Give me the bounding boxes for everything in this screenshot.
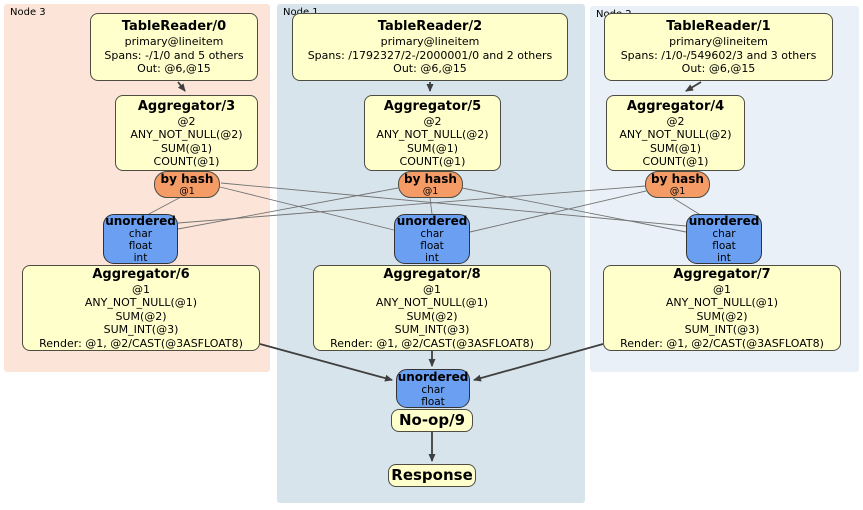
unordered-sync-node3: unordered char float int — [103, 214, 178, 264]
processor-detail: @1 — [132, 282, 150, 296]
by-hash-router-node1: by hash @1 — [398, 171, 463, 198]
processor-title: Aggregator/8 — [383, 266, 481, 282]
processor-detail: primary@lineitem — [669, 35, 768, 49]
processor-detail: Render: @1, @2/CAST(@3ASFLOAT8) — [620, 336, 824, 350]
aggregator-4-node: Aggregator/4 @2 ANY_NOT_NULL(@2) SUM(@1)… — [606, 95, 745, 171]
processor-detail: Render: @1, @2/CAST(@3ASFLOAT8) — [330, 336, 534, 350]
sync-title: unordered — [397, 369, 469, 384]
unordered-sync-node2: unordered char float int — [686, 214, 762, 264]
aggregator-5-node: Aggregator/5 @2 ANY_NOT_NULL(@2) SUM(@1)… — [364, 95, 501, 171]
processor-detail: SUM_INT(@3) — [103, 323, 179, 337]
sync-detail: char — [421, 383, 445, 396]
sync-title: unordered — [396, 214, 468, 228]
node-1-label: Node 1 — [283, 7, 319, 18]
processor-detail: @2 — [177, 114, 196, 128]
stream-edges — [146, 182, 700, 233]
processor-title: Response — [391, 466, 473, 484]
unordered-sync-final: unordered char float — [396, 369, 470, 408]
processor-detail: SUM(@1) — [649, 141, 702, 155]
processor-detail: SUM_INT(@3) — [684, 323, 760, 337]
processor-detail: Out: @6,@15 — [137, 62, 211, 76]
processor-title: TableReader/2 — [377, 19, 483, 35]
aggregator-8-node: Aggregator/8 @1 ANY_NOT_NULL(@1) SUM(@2)… — [313, 265, 551, 351]
unordered-sync-node1: unordered char float int — [394, 214, 470, 264]
processor-detail: SUM(@2) — [115, 309, 167, 323]
processor-detail: Render: @1, @2/CAST(@3ASFLOAT8) — [39, 336, 243, 350]
tablereader-0-node: TableReader/0 primary@lineitem Spans: -/… — [90, 13, 258, 81]
flow-edges — [177, 81, 702, 462]
router-detail: @1 — [179, 185, 195, 197]
sync-detail: int — [133, 252, 148, 264]
processor-detail: SUM_INT(@3) — [394, 323, 470, 337]
processor-detail: ANY_NOT_NULL(@1) — [665, 296, 779, 310]
sync-detail: char — [420, 228, 444, 240]
router-title: by hash — [160, 171, 214, 186]
processor-detail: ANY_NOT_NULL(@2) — [130, 128, 243, 141]
processor-detail: SUM(@1) — [406, 141, 459, 155]
tablereader-2-node: TableReader/2 primary@lineitem Spans: /1… — [292, 13, 568, 81]
by-hash-router-node2: by hash @1 — [645, 171, 710, 198]
processor-detail: Spans: /1/0-/549602/3 and 3 others — [620, 48, 817, 62]
processor-detail: Out: @6,@15 — [681, 62, 756, 76]
sync-detail: float — [128, 240, 153, 252]
processor-detail: ANY_NOT_NULL(@1) — [375, 296, 489, 310]
sync-detail: char — [128, 228, 153, 240]
router-title: by hash — [651, 171, 704, 186]
processor-detail: ANY_NOT_NULL(@2) — [376, 128, 489, 141]
processor-title: Aggregator/5 — [383, 98, 482, 114]
sync-detail: float — [420, 240, 444, 252]
sync-detail: float — [712, 240, 736, 252]
noop-node: No-op/9 — [391, 409, 473, 432]
processor-detail: Spans: /1792327/2-/2000001/0 and 2 other… — [307, 48, 553, 62]
router-detail: @1 — [669, 185, 686, 197]
processor-detail: SUM(@2) — [406, 309, 458, 323]
processor-title: TableReader/0 — [121, 19, 227, 35]
processor-detail: @2 — [423, 114, 442, 128]
aggregator-3-node: Aggregator/3 @2 ANY_NOT_NULL(@2) SUM(@1)… — [115, 95, 258, 171]
sync-detail: char — [712, 228, 736, 240]
response-node: Response — [388, 464, 476, 487]
sync-title: unordered — [688, 214, 760, 228]
router-detail: @1 — [422, 185, 439, 197]
processor-detail: SUM(@1) — [160, 141, 213, 155]
sync-detail: float — [421, 395, 445, 408]
aggregator-6-node: Aggregator/6 @1 ANY_NOT_NULL(@1) SUM(@2)… — [22, 265, 260, 351]
router-title: by hash — [404, 171, 457, 186]
processor-detail: ANY_NOT_NULL(@2) — [619, 128, 732, 141]
processor-detail: @1 — [423, 282, 441, 296]
node-3-label: Node 3 — [10, 7, 46, 18]
processor-title: Aggregator/6 — [92, 266, 190, 282]
processor-detail: primary@lineitem — [380, 35, 480, 49]
processor-detail: COUNT(@1) — [642, 155, 709, 168]
sync-detail: int — [717, 252, 731, 264]
processor-detail: ANY_NOT_NULL(@1) — [84, 296, 198, 310]
processor-detail: COUNT(@1) — [153, 155, 220, 168]
processor-detail: primary@lineitem — [124, 35, 224, 49]
processor-title: Aggregator/4 — [626, 98, 725, 114]
by-hash-router-node3: by hash @1 — [154, 171, 220, 198]
processor-detail: @2 — [666, 114, 685, 128]
processor-detail: Spans: -/1/0 and 5 others — [104, 48, 244, 62]
processor-detail: @1 — [713, 282, 731, 296]
processor-title: No-op/9 — [398, 411, 466, 429]
tablereader-1-node: TableReader/1 primary@lineitem Spans: /1… — [604, 13, 833, 81]
processor-title: Aggregator/3 — [137, 98, 236, 114]
processor-detail: SUM(@2) — [696, 309, 748, 323]
sync-title: unordered — [105, 214, 176, 228]
processor-detail: COUNT(@1) — [399, 155, 466, 168]
sync-detail: int — [425, 252, 439, 264]
processor-title: Aggregator/7 — [673, 266, 771, 282]
aggregator-7-node: Aggregator/7 @1 ANY_NOT_NULL(@1) SUM(@2)… — [603, 265, 841, 351]
processor-detail: Out: @6,@15 — [393, 62, 467, 76]
processor-title: TableReader/1 — [666, 19, 771, 35]
